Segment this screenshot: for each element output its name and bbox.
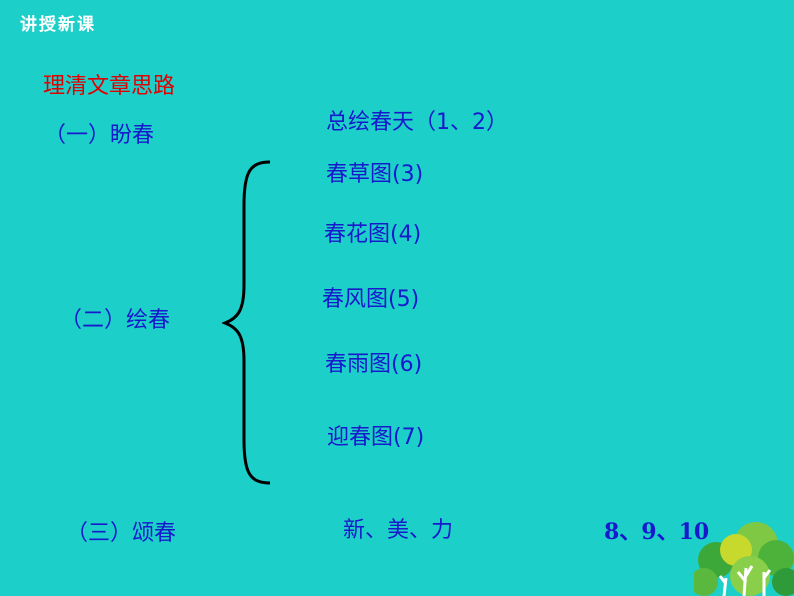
section-label-2: （二）绘春 xyxy=(60,308,171,333)
list-item-spring-wind: 春风图(5) xyxy=(322,287,420,312)
curly-brace-icon xyxy=(222,160,271,485)
list-item-spring-flowers: 春花图(4) xyxy=(324,222,422,247)
section-3-detail: 新、美、力 xyxy=(343,518,454,543)
list-item-spring-rain: 春雨图(6) xyxy=(325,352,423,377)
section-3-paragraphs: 8、9、10 xyxy=(604,519,710,545)
section-heading: 理清文章思路 xyxy=(43,74,176,99)
list-item-spring-grass: 春草图(3) xyxy=(326,162,424,187)
section-1-detail: 总绘春天（1、2） xyxy=(326,110,508,135)
lesson-header: 讲授新课 xyxy=(20,15,96,35)
list-item-welcoming-spring: 迎春图(7) xyxy=(327,425,425,450)
section-label-1: （一）盼春 xyxy=(44,123,155,148)
tree-cluster-icon xyxy=(694,522,794,596)
section-label-3: （三）颂春 xyxy=(66,521,177,546)
